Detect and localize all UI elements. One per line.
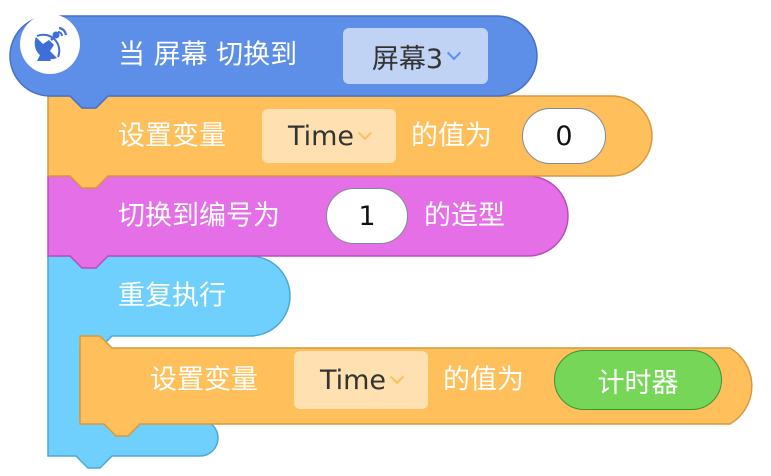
screen-dropdown-value: 屏幕3	[371, 43, 444, 75]
variable-dropdown-1-value: Time	[287, 120, 355, 152]
costume-block-suffix: 的造型	[424, 200, 505, 232]
variable-dropdown-2-value: Time	[319, 364, 387, 396]
timer-reporter[interactable]: 计时器	[554, 350, 722, 410]
costume-block-label: 切换到编号为	[118, 200, 280, 232]
screen-dropdown[interactable]: 屏幕3	[343, 28, 488, 84]
set-var-2-label: 设置变量	[150, 364, 258, 396]
chevron-down-icon	[357, 126, 373, 141]
forever-block-shape[interactable]	[47, 255, 291, 469]
satellite-dish-icon	[20, 14, 80, 74]
forever-block-label: 重复执行	[118, 280, 226, 312]
event-block-label: 当 屏幕 切换到	[118, 39, 298, 71]
set-var-1-value-input[interactable]: 0	[522, 108, 606, 164]
variable-dropdown-2[interactable]: Time	[294, 351, 428, 409]
set-var-1-label: 设置变量	[118, 120, 226, 152]
chevron-down-icon	[447, 46, 462, 61]
chevron-down-icon	[389, 370, 405, 385]
costume-number-input[interactable]: 1	[326, 188, 408, 244]
set-var-1-suffix: 的值为	[411, 120, 492, 152]
set-var-2-suffix: 的值为	[443, 364, 524, 396]
variable-dropdown-1[interactable]: Time	[262, 109, 396, 163]
